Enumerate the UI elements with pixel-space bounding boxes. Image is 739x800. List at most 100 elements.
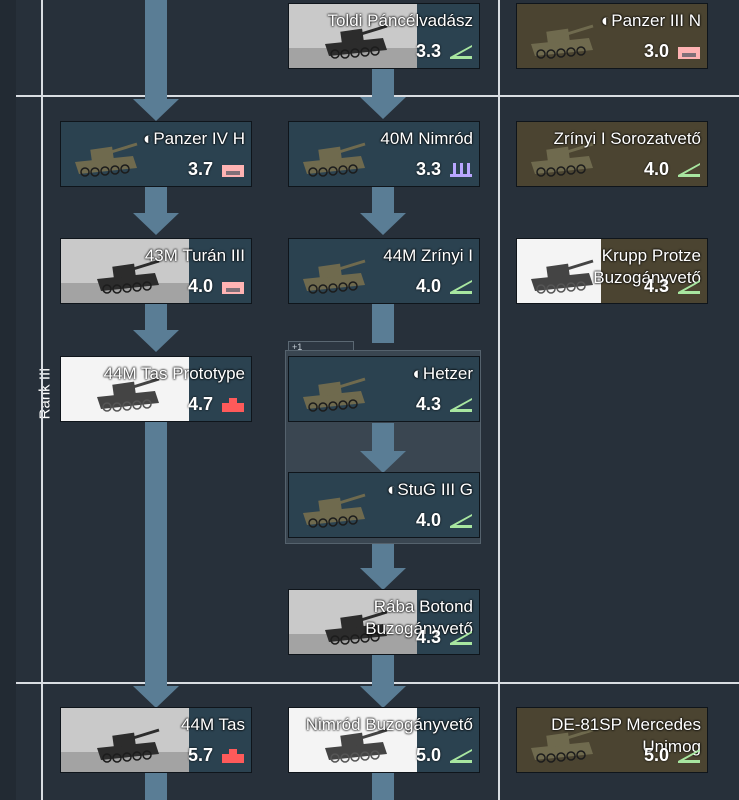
- battle-rating: 3.3: [415, 159, 441, 179]
- vehicle-photo: [289, 4, 417, 68]
- vehicle-photo: [61, 239, 189, 303]
- connector-bar: [372, 68, 394, 98]
- heavy-tank-icon: [221, 397, 245, 413]
- tank-destroyer-icon: [677, 748, 701, 764]
- vehicle-card-nimbuz[interactable]: Nimród Buzogányvető 5.0: [288, 707, 480, 773]
- tank-destroyer-icon: [449, 44, 473, 60]
- vehicle-photo: [289, 357, 373, 421]
- tank-destroyer-icon: [449, 513, 473, 529]
- tank-destroyer-icon: [677, 279, 701, 295]
- tank-destroyer-icon: [449, 630, 473, 646]
- vehicle-photo: [517, 239, 601, 303]
- vehicle-photo: [289, 122, 373, 186]
- arrow-down: [360, 686, 406, 708]
- heavy-tank-icon: [221, 748, 245, 764]
- rank-column: Rank III: [16, 0, 54, 800]
- connector-bar: [145, 186, 167, 214]
- connector-bar: [372, 773, 394, 800]
- vehicle-photo: [61, 357, 189, 421]
- column-divider-premium: [498, 0, 500, 800]
- vehicle-name: Zrínyi I Sorozatvető: [553, 129, 701, 148]
- vehicle-card-tas[interactable]: 44M Tas 5.7: [60, 707, 252, 773]
- connector-bar: [145, 303, 167, 331]
- vehicle-card-turan3[interactable]: 43M Turán III 4.0: [60, 238, 252, 304]
- battle-rating: 4.0: [415, 276, 441, 296]
- vehicle-name: ◐Panzer III N: [600, 11, 701, 30]
- battle-rating: 3.0: [643, 41, 669, 61]
- vehicle-name: ◐Hetzer: [412, 364, 473, 383]
- connector-bar: [372, 541, 394, 569]
- vehicle-name: 40M Nimród: [380, 129, 473, 148]
- vehicle-card-stug[interactable]: ◐StuG III G 4.0: [288, 472, 480, 538]
- vehicle-name: 43M Turán III: [144, 246, 245, 265]
- vehicle-photo: [517, 708, 601, 772]
- connector-bar: [372, 423, 394, 453]
- arrow-down: [360, 451, 406, 473]
- vehicle-name: ◐Panzer IV H: [143, 129, 245, 148]
- battle-rating: 5.7: [187, 745, 213, 765]
- vehicle-name: 44M Tas: [181, 715, 245, 734]
- arrow-down: [360, 97, 406, 119]
- arrow-down: [360, 213, 406, 235]
- vehicle-photo: [289, 708, 417, 772]
- tank-destroyer-icon: [449, 279, 473, 295]
- vehicle-photo: [517, 4, 601, 68]
- vehicle-name: Toldi Páncélvadász: [327, 11, 473, 30]
- vehicle-name: Nimród Buzogányvető: [305, 715, 473, 734]
- vehicle-card-pz4h[interactable]: ◐Panzer IV H 3.7: [60, 121, 252, 187]
- light-tank-icon: [677, 44, 701, 60]
- connector-bar: [372, 186, 394, 214]
- vehicle-card-tasproto[interactable]: 44M Tas Prototype 4.7: [60, 356, 252, 422]
- arrow-down: [360, 568, 406, 590]
- vehicle-photo: [289, 590, 417, 654]
- connector-bar: [372, 303, 394, 343]
- battle-rating: 5.0: [643, 745, 669, 765]
- arrow-down: [133, 686, 179, 708]
- arrow-down: [133, 99, 179, 121]
- battle-rating: 4.0: [187, 276, 213, 296]
- left-edge: [0, 0, 16, 800]
- tank-destroyer-icon: [449, 748, 473, 764]
- light-tank-icon: [221, 279, 245, 295]
- connector-bar: [372, 655, 394, 687]
- battle-rating: 4.3: [415, 394, 441, 414]
- light-tank-icon: [221, 162, 245, 178]
- connector-bar: [145, 422, 167, 687]
- battle-rating: 4.0: [643, 159, 669, 179]
- battle-rating: 3.7: [187, 159, 213, 179]
- vehicle-name: ◐StuG III G: [387, 480, 473, 499]
- column-divider-rank: [41, 0, 43, 800]
- vehicle-photo: [61, 708, 189, 772]
- battle-rating: 4.3: [415, 627, 441, 647]
- battle-rating: 5.0: [415, 745, 441, 765]
- vehicle-card-zrinyi_sor[interactable]: Zrínyi I Sorozatvető 4.0: [516, 121, 708, 187]
- vehicle-photo: [289, 239, 373, 303]
- connector-bar: [145, 773, 167, 800]
- vehicle-card-pz3n[interactable]: ◐Panzer III N 3.0: [516, 3, 708, 69]
- spaa-icon: [449, 162, 473, 178]
- connector-bar: [145, 0, 167, 100]
- tank-destroyer-icon: [677, 162, 701, 178]
- rank-label: Rank III: [36, 367, 54, 420]
- vehicle-card-hetzer[interactable]: ◐Hetzer 4.3: [288, 356, 480, 422]
- vehicle-name: Rába Botond Buzogányvető: [365, 597, 473, 638]
- vehicle-card-nimrod[interactable]: 40M Nimród 3.3: [288, 121, 480, 187]
- vehicle-name: 44M Zrínyi I: [383, 246, 473, 265]
- battle-rating: 4.3: [643, 276, 669, 296]
- arrow-down: [133, 330, 179, 352]
- tank-destroyer-icon: [449, 397, 473, 413]
- battle-rating: 4.0: [415, 510, 441, 530]
- vehicle-photo: [289, 473, 373, 537]
- vehicle-photo: [61, 122, 145, 186]
- battle-rating: 4.7: [187, 394, 213, 414]
- vehicle-name: 44M Tas Prototype: [103, 364, 245, 383]
- vehicle-name: Krupp Protze Buzogányvető: [593, 246, 701, 287]
- vehicle-name: DE-81SP Mercedes Unimog: [551, 715, 701, 756]
- vehicle-card-zrinyi1[interactable]: 44M Zrínyi I 4.0: [288, 238, 480, 304]
- arrow-down: [133, 213, 179, 235]
